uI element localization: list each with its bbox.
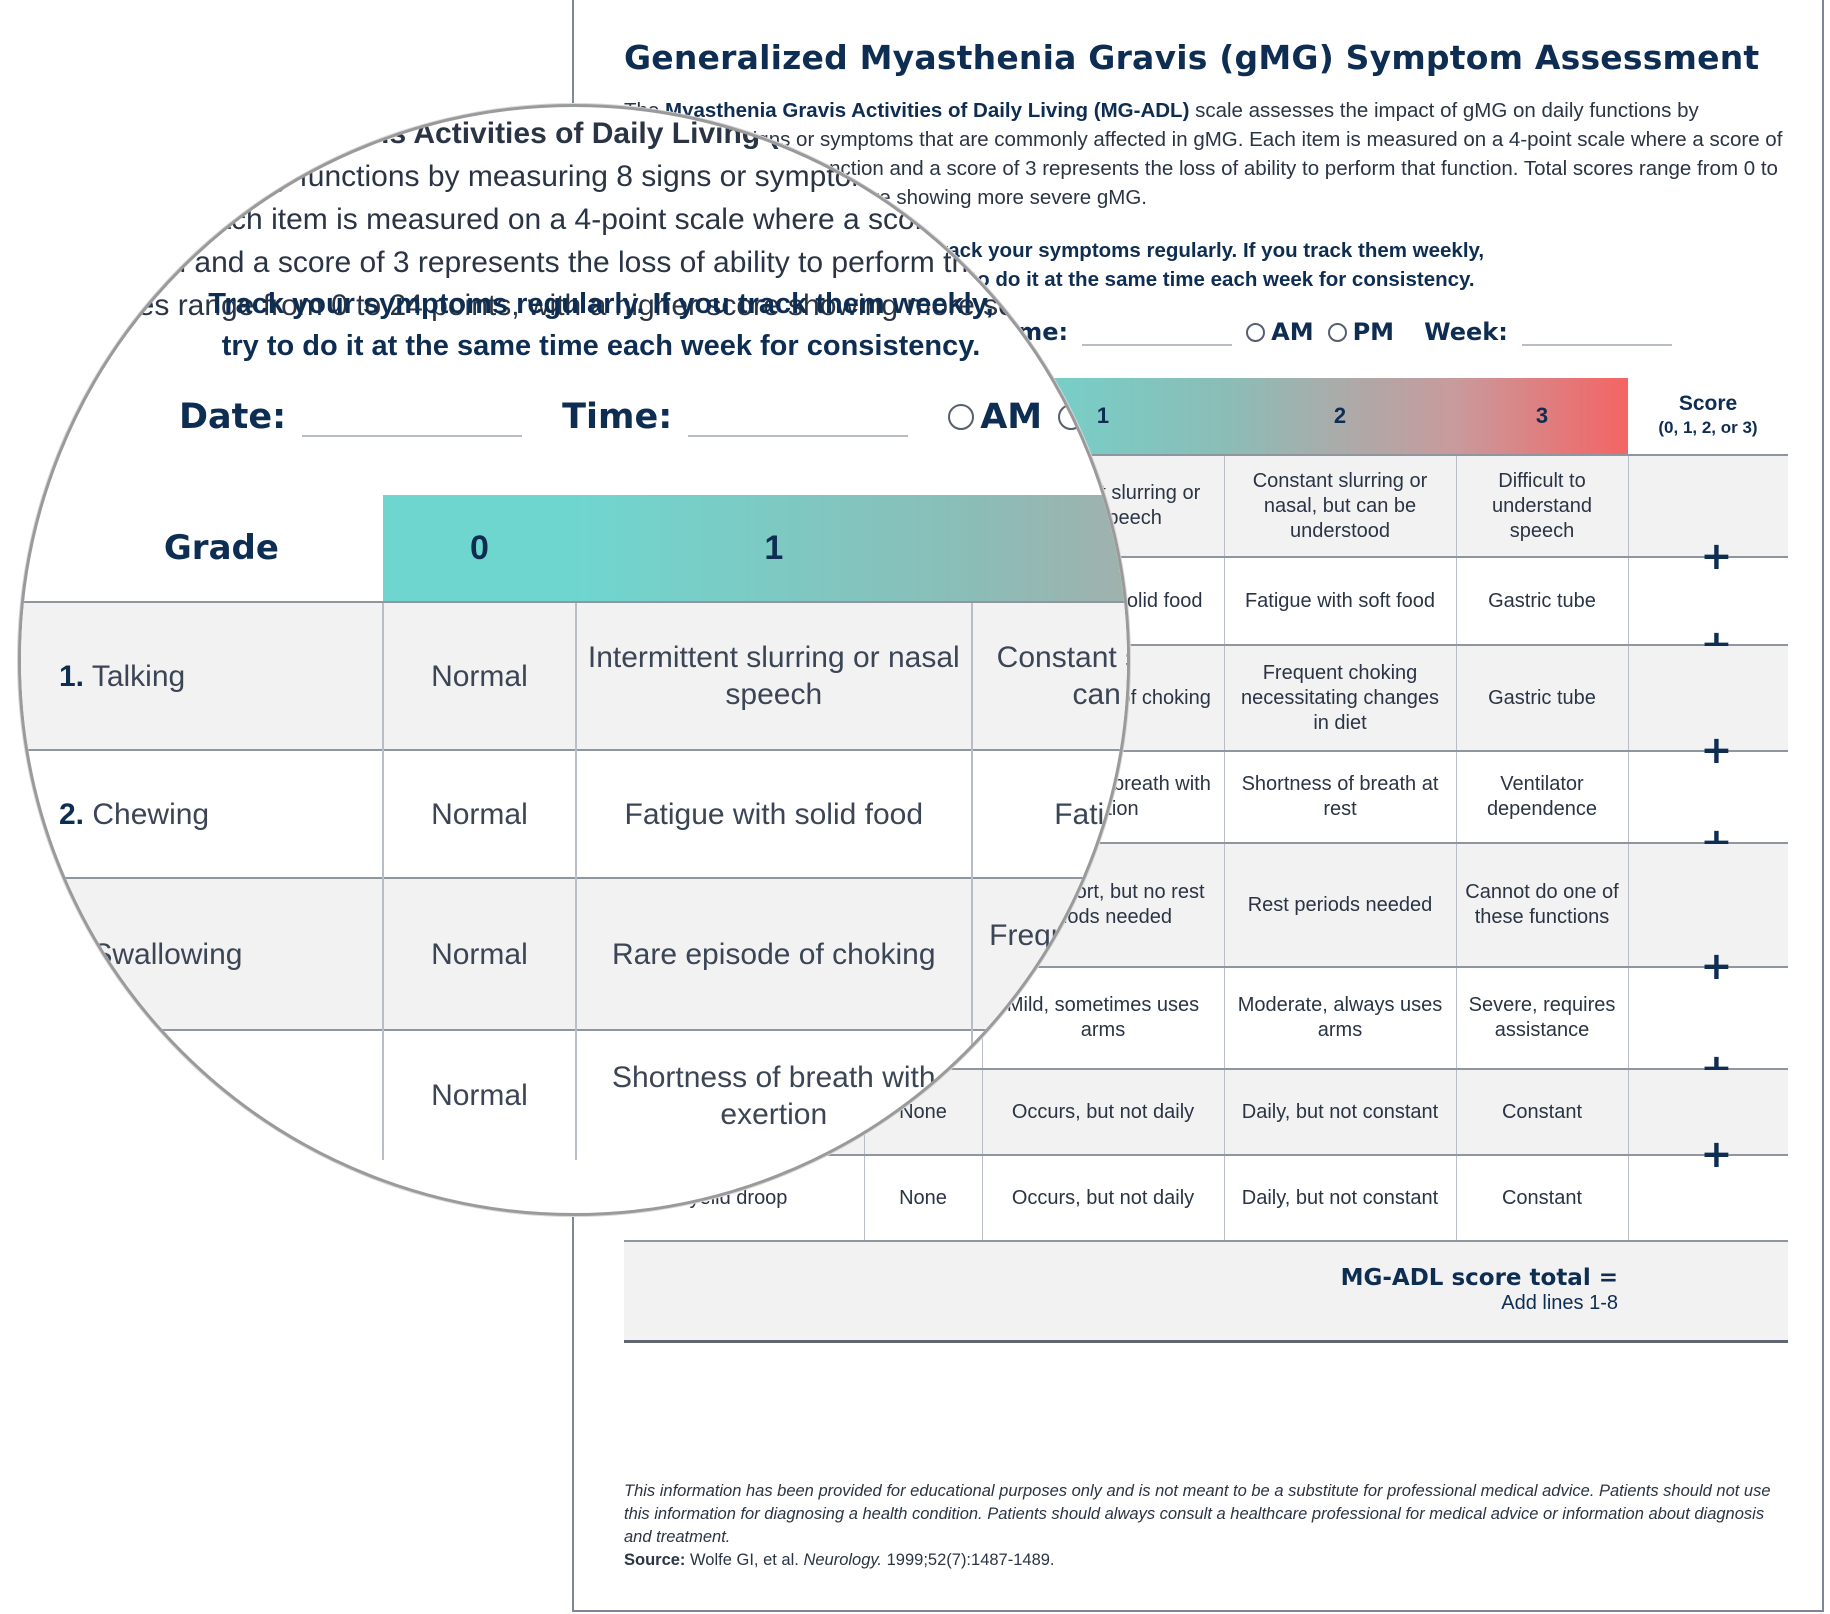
grade-3-cell: Ventilator dependence [1455,750,1628,843]
score-input-cell[interactable]: + [1627,644,1788,769]
magnified-tracking-instructions: Track your symptoms regularly. If you tr… [208,288,994,362]
magnified-grade-0-cell: Normal [381,1029,577,1160]
page-title: Generalized Myasthenia Gravis (gMG) Symp… [624,38,1760,77]
score-input-cell[interactable] [1627,1154,1788,1241]
magnified-grade-0-cell: Normal [381,877,577,1030]
grade-3-cell: Gastric tube [1455,556,1628,645]
time-field[interactable] [1082,318,1233,346]
week-label: Week: [1424,318,1508,346]
tracking-instructions: Track your symptoms regularly. If you tr… [928,239,1485,291]
grade-3-header: 3 [1456,378,1628,455]
grade-3-cell: Cannot do one of these functions [1455,842,1628,967]
score-input-cell[interactable]: + [1627,556,1788,663]
magnified-am-radio[interactable]: AM [948,397,1042,437]
magnified-grade-0-cell: Normal [381,749,577,878]
magnified-table: Grade 0 1 2 1. TalkingNormalIntermittent… [21,495,1127,1160]
grade-1-cell: Occurs, but not daily [981,1154,1224,1241]
magnified-intro: The Myasthenia Gravis Activities of Dail… [81,117,1127,322]
magnified-grade-1-cell: Intermittent slurring or nasal speech [575,601,972,750]
score-input-cell[interactable]: + [1627,842,1788,985]
magnified-item-label: 4. Breathing [21,1029,383,1160]
magnified-grade-2-header: 2 [971,495,1127,602]
magnified-grade-0-cell: Normal [381,601,577,750]
total-cell[interactable]: MG-ADL score total =Add lines 1-8 [624,1240,1788,1343]
magnified-grade-1-cell: Shortness of breath with exertion [575,1029,972,1160]
magnified-grade-1-cell: Rare episode of choking [575,877,972,1030]
am-radio[interactable]: AM [1246,318,1314,346]
magnified-item-label: 2. Chewing [21,749,383,878]
disclaimer: This information has been provided for e… [624,1480,1789,1572]
magnified-item-label: 3. Swallowing [21,877,383,1030]
grade-2-cell: Daily, but not constant [1223,1154,1456,1241]
pm-radio[interactable]: PM [1327,318,1394,346]
radio-circle-icon [1058,404,1085,430]
grade-3-cell: Severe, requires assistance [1455,966,1628,1069]
grade-3-cell: Difficult to understand speech [1455,454,1628,557]
grade-2-cell: Shortness of breath at rest [1223,750,1456,843]
grade-2-cell: Rest periods needed [1223,842,1456,967]
magnified-date-time-row: Date: Time: AM PM [179,397,1127,437]
score-input-cell[interactable]: + [1627,454,1788,575]
score-input-cell[interactable]: + [1627,750,1788,861]
grade-3-cell: Gastric tube [1455,644,1628,751]
source-citation: Source: Wolfe GI, et al. Neurology. 1999… [624,1551,1055,1569]
grade-2-cell: Constant slurring or nasal, but can be u… [1223,454,1456,557]
grade-3-cell: Constant [1455,1068,1628,1155]
radio-circle-icon [948,404,975,430]
grade-2-cell: Frequent choking necessitating changes i… [1223,644,1456,751]
magnifier-circle: The Myasthenia Gravis Activities of Dail… [18,104,1130,1216]
magnified-grade-2-cell: Constant slurring or nasal, but can be u… [970,601,1127,750]
magnified-grade-2-cell: Fatigue with soft food [970,749,1127,878]
magnified-grade-2-cell: Shortness of breath at rest [970,1029,1127,1160]
grade-2-cell: Fatigue with soft food [1223,556,1456,645]
magnified-grade-0-header: 0 [382,495,577,602]
intro-scale-name: Myasthenia Gravis Activities of Daily Li… [665,99,1190,122]
grade-2-cell: Moderate, always uses arms [1223,966,1456,1069]
magnified-grade-1-header: 1 [576,495,972,602]
week-field[interactable] [1521,318,1672,346]
magnified-date-field[interactable] [302,401,523,437]
radio-circle-icon [1327,322,1347,342]
radio-circle-icon [1246,322,1266,342]
magnified-grade-1-cell: Fatigue with solid food [575,749,972,878]
magnified-item-label: 1. Talking [21,601,383,750]
grade-2-cell: Daily, but not constant [1223,1068,1456,1155]
magnified-grade-header: Grade [163,528,279,568]
score-input-cell[interactable]: + [1627,966,1788,1087]
score-header: Score(0, 1, 2, or 3) [1658,392,1758,437]
magnified-grade-2-cell: Frequent choking necessitating changes i… [970,877,1127,1030]
grade-3-cell: Constant [1455,1154,1628,1241]
magnified-time-field[interactable] [688,401,909,437]
grade-2-header: 2 [1224,378,1456,455]
score-input-cell[interactable]: + [1627,1068,1788,1173]
total-row: MG-ADL score total =Add lines 1-8 [624,1240,1788,1343]
magnified-pm-radio[interactable]: PM [1058,397,1127,437]
